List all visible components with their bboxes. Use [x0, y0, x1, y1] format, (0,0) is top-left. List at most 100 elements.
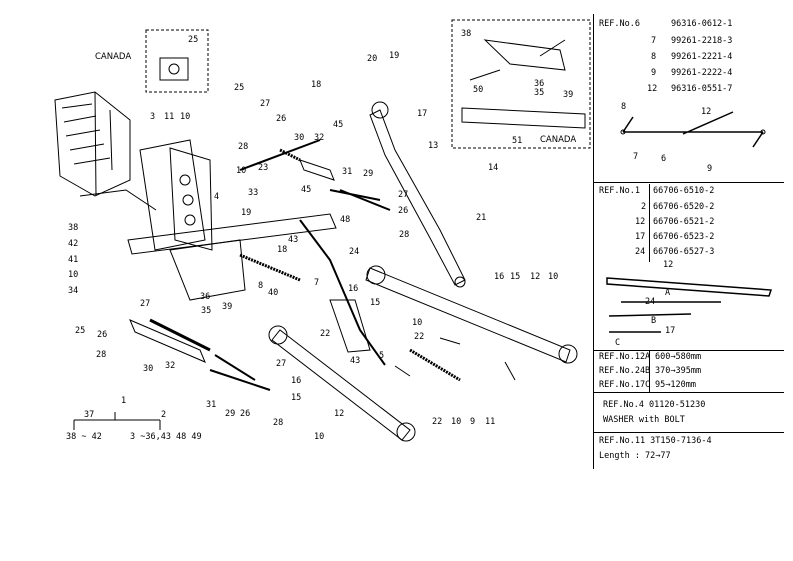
ref8-part: 99261-2221-4 — [671, 52, 733, 62]
callout-27: 27 — [276, 359, 287, 369]
kit-legend: 1 37 2 38 ~ 42 3 ~36,43 48 49 — [58, 396, 238, 448]
callout-21: 21 — [476, 213, 487, 223]
callout-33: 33 — [248, 188, 259, 198]
ref24-label: 24 — [635, 247, 646, 257]
check-chain-assembly-sketch — [620, 111, 766, 148]
callout-30: 30 — [143, 364, 154, 374]
sketch1-label-9: 9 — [707, 164, 713, 174]
callout-19: 19 — [389, 51, 400, 61]
callout-3: 3 — [150, 112, 156, 122]
ref9-part: 99261-2222-4 — [671, 68, 733, 78]
callout-10: 10 — [180, 112, 191, 122]
callout-10: 10 — [314, 432, 325, 442]
ref1-part: 66706-6510-2 — [653, 186, 715, 196]
callout-27: 27 — [260, 99, 271, 109]
callout-4: 4 — [214, 192, 220, 202]
callout-19: 19 — [241, 208, 252, 218]
callout-11: 11 — [485, 417, 496, 427]
callout-26: 26 — [398, 206, 409, 216]
callout-22: 22 — [320, 329, 331, 339]
lower-link-right — [365, 267, 571, 363]
ref6-part: 96316-0612-1 — [671, 19, 733, 29]
canada-inset-box-1 — [145, 29, 209, 93]
ref1-label: REF.No.1 — [599, 186, 640, 196]
callout-25: 25 — [234, 83, 245, 93]
callout-15: 15 — [291, 393, 302, 403]
reference-panel: REF.No.6 96316-0612-1 7 99261-2218-3 8 9… — [593, 14, 784, 469]
ref8-label: 8 — [651, 52, 657, 62]
callout-29: 29 — [225, 409, 236, 419]
ref7-part: 99261-2218-3 — [671, 36, 733, 46]
ref4-desc: WASHER with BOLT — [603, 415, 685, 425]
callout-23: 23 — [258, 163, 269, 173]
callout-43: 43 — [350, 356, 361, 366]
callout-36: 36 — [200, 292, 211, 302]
callout-9: 9 — [470, 417, 476, 427]
callout-40: 40 — [268, 288, 279, 298]
callout-26: 26 — [97, 330, 108, 340]
callout-7: 7 — [314, 278, 320, 288]
canada-label-1: CANADA — [95, 52, 132, 62]
callout-8: 8 — [258, 281, 264, 291]
ref12-part: 96316-0551-7 — [671, 84, 733, 94]
ref12b-label: 12 — [635, 217, 646, 227]
callout-38: 38 — [461, 29, 472, 39]
callout-27: 27 — [398, 190, 409, 200]
legend-right-range: 3 ~36,43 48 49 — [130, 432, 202, 442]
ref12-label: 12 — [647, 84, 658, 94]
len17C-label: REF.No.17C — [599, 380, 651, 390]
link-length-sketch — [606, 277, 773, 333]
legend-left-group: 37 — [84, 410, 95, 420]
callout-35: 35 — [201, 306, 212, 316]
callout-28: 28 — [399, 230, 410, 240]
ref6-label: REF.No.6 — [599, 19, 640, 29]
callout-15: 15 — [370, 298, 381, 308]
callout-22: 22 — [432, 417, 443, 427]
callout-28: 28 — [96, 350, 107, 360]
ref17-part: 66706-6523-2 — [653, 232, 715, 242]
tractor-housing — [54, 91, 157, 211]
len17C-range: 95→120mm — [655, 380, 696, 390]
ref12b-part: 66706-6521-2 — [653, 217, 715, 227]
callout-10: 10 — [412, 318, 423, 328]
callout-10: 10 — [548, 272, 559, 282]
sketch1-label-12: 12 — [701, 107, 712, 117]
callout-16: 16 — [348, 284, 359, 294]
len12A-label: REF.No.12A — [599, 352, 651, 362]
callout-43: 43 — [288, 235, 299, 245]
callout-29: 29 — [363, 169, 374, 179]
ref4-part: REF.No.4 01120-51230 — [603, 400, 706, 410]
callout-26: 26 — [240, 409, 251, 419]
sketch1-label-6: 6 — [661, 154, 667, 164]
ref17-label: 17 — [635, 232, 646, 242]
callout-16: 16 — [494, 272, 505, 282]
callout-10: 10 — [68, 270, 79, 280]
callout-42: 42 — [68, 239, 79, 249]
len12A-range: 600→580mm — [655, 352, 702, 362]
sketch2-label-12: 12 — [663, 260, 674, 270]
callout-10: 10 — [451, 417, 462, 427]
callout-26: 26 — [276, 114, 287, 124]
callout-48: 48 — [340, 215, 351, 225]
callout-39: 39 — [222, 302, 233, 312]
callout-24: 24 — [349, 247, 360, 257]
callout-50: 50 — [473, 85, 484, 95]
callout-31: 31 — [206, 400, 217, 410]
ref24-part: 66706-6527-3 — [653, 247, 715, 257]
top-link — [369, 109, 466, 286]
ref7-label: 7 — [651, 36, 657, 46]
callout-12: 12 — [530, 272, 541, 282]
sketch2-label-B: B — [651, 316, 657, 326]
callout-25: 25 — [188, 35, 199, 45]
callout-39: 39 — [563, 90, 574, 100]
ref2-label: 2 — [641, 202, 647, 212]
callout-28: 28 — [273, 418, 284, 428]
sketch2-label-C: C — [615, 338, 621, 348]
sketch2-label-A: A — [665, 288, 671, 298]
callout-45: 45 — [333, 120, 344, 130]
callout-13: 13 — [428, 141, 439, 151]
callout-14: 14 — [488, 163, 499, 173]
sketch2-label-24: 24 — [645, 297, 656, 307]
callout-30: 30 — [294, 133, 305, 143]
